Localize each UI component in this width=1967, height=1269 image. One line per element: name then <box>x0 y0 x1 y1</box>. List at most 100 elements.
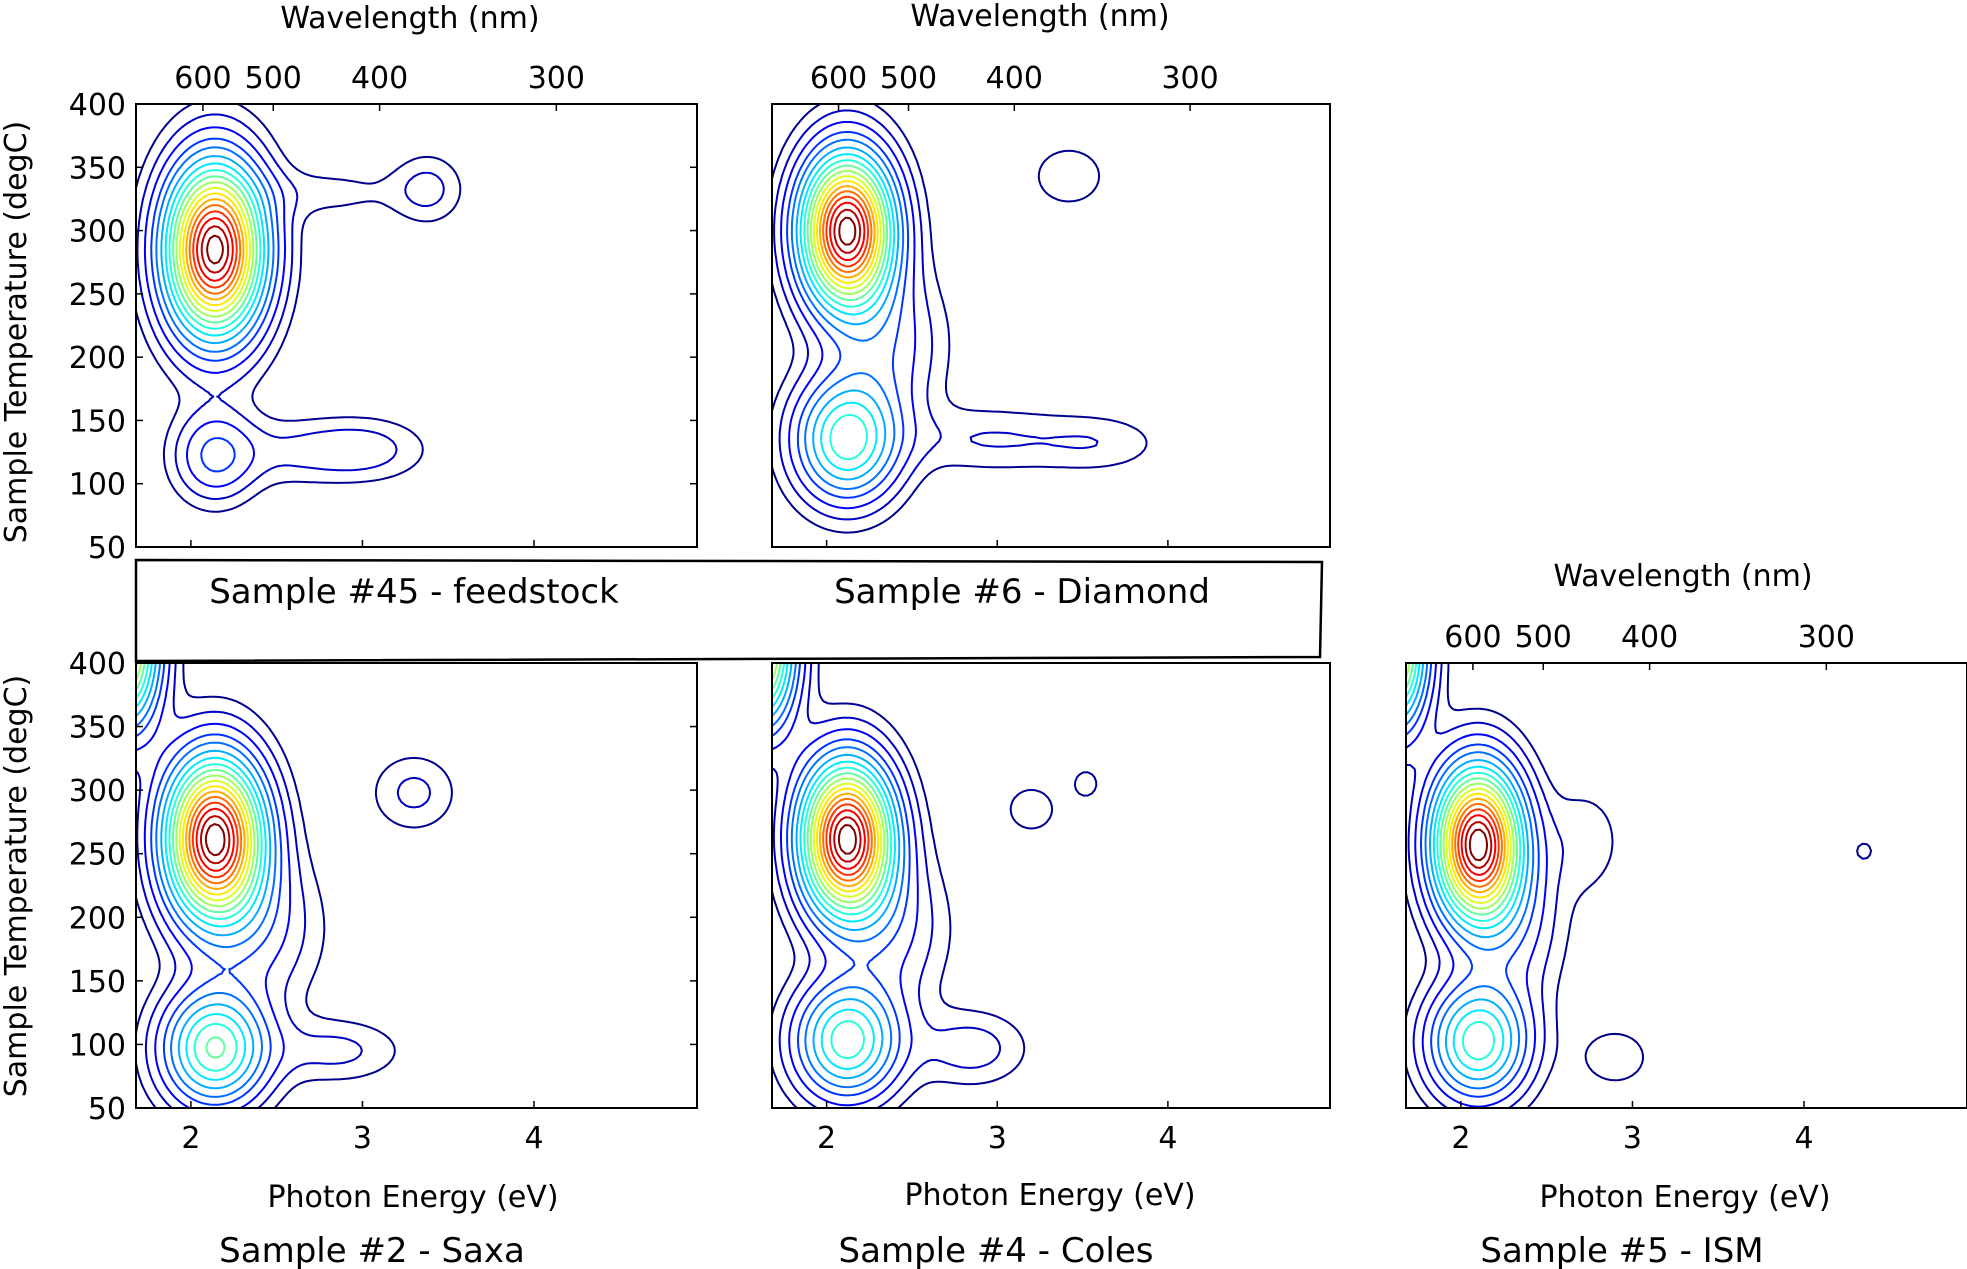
contour-line <box>1406 663 1530 1081</box>
contour-line <box>1406 663 1518 916</box>
contour-line <box>815 787 880 893</box>
caption-sample-6: Sample #6 - Diamond <box>834 572 1210 612</box>
contour-line <box>195 807 235 872</box>
contour-line <box>803 159 892 461</box>
bottom-right-wavelength-title: Wavelength (nm) <box>1553 559 1812 594</box>
contour-line <box>1406 663 1548 1108</box>
contour-line <box>172 175 258 324</box>
x2-tick-label: 600 <box>810 61 867 96</box>
contour-line <box>1406 663 1515 910</box>
contour-line <box>178 186 251 312</box>
y-tick-label: 350 <box>69 711 126 746</box>
y-tick-label: 400 <box>69 88 126 123</box>
contour-line <box>1454 803 1503 888</box>
contour-line <box>772 663 883 898</box>
bottom-left-ylabel: Sample Temperature (degC) <box>0 675 34 1098</box>
y-tick-label: 50 <box>88 531 126 566</box>
y-tick-label: 250 <box>69 278 126 313</box>
y-tick-label: 400 <box>69 647 126 682</box>
contour-line <box>786 131 910 499</box>
contour-line <box>818 792 876 888</box>
contour-line <box>1406 663 1512 904</box>
contour-line <box>816 180 879 284</box>
caption-sample-5: Sample #5 - ISM <box>1480 1231 1763 1269</box>
contour-lines <box>136 104 462 513</box>
caption-sample-2: Sample #2 - Saxa <box>219 1231 525 1269</box>
contour-line <box>772 663 911 1097</box>
contour-line <box>168 169 262 330</box>
contour-line <box>1464 821 1493 869</box>
contour-line <box>799 153 896 471</box>
contour-line <box>829 201 866 261</box>
bottom-right-xlabel: Photon Energy (eV) <box>1539 1180 1830 1215</box>
contour-line <box>204 823 226 857</box>
x-tick-label: 2 <box>181 1121 200 1156</box>
contour-line <box>185 790 246 890</box>
caption-sample-45: Sample #45 - feedstock <box>209 572 619 612</box>
contour-line <box>772 663 1098 1108</box>
contour-line <box>772 663 896 1070</box>
contour-line <box>200 815 231 865</box>
contour-line <box>143 126 286 488</box>
bottom-middle-xlabel: Photon Energy (eV) <box>904 1178 1195 1213</box>
y-tick-label: 350 <box>69 151 126 186</box>
contour-line <box>772 663 906 1089</box>
x-tick-label: 2 <box>817 1121 836 1156</box>
plot-frame <box>135 662 698 1109</box>
contour-line <box>136 113 445 500</box>
contour-line <box>136 104 462 513</box>
y-tick-label: 300 <box>69 774 126 809</box>
contour-line <box>181 785 249 896</box>
x2-tick-label: 400 <box>986 61 1043 96</box>
contour-line <box>822 190 873 273</box>
contour-line <box>1448 792 1509 899</box>
contour-line <box>182 192 248 307</box>
contour-lines <box>1406 663 1872 1108</box>
contour-line <box>1451 797 1506 894</box>
contour-line <box>795 146 900 481</box>
contour-line <box>136 663 431 1108</box>
contour-line <box>1406 663 1522 1061</box>
x2-tick-label: 300 <box>1161 61 1218 96</box>
contour-line <box>136 663 253 902</box>
bottom-left-xlabel: Photon Energy (eV) <box>267 1180 558 1215</box>
y-tick-label: 300 <box>69 215 126 250</box>
contour-line <box>772 663 893 1059</box>
contour-line <box>772 663 889 910</box>
contour-line <box>825 803 870 876</box>
y-tick-label: 100 <box>69 1028 126 1063</box>
contour-line <box>150 137 280 473</box>
x-tick-label: 2 <box>1451 1121 1470 1156</box>
contour-line <box>837 824 857 855</box>
y-tick-label: 200 <box>69 901 126 936</box>
contour-line <box>191 801 239 879</box>
contour-line <box>772 663 901 1080</box>
contour-line <box>829 809 866 870</box>
plot-frame <box>771 662 1331 1109</box>
contour-line <box>1406 663 1535 1090</box>
contour-line <box>136 663 277 1098</box>
contour-line <box>780 120 917 510</box>
top-left-wavelength-title: Wavelength (nm) <box>280 1 539 36</box>
x2-tick-label: 300 <box>1798 620 1855 655</box>
contour-line <box>164 162 266 337</box>
contour-line <box>809 170 885 296</box>
contour-line <box>185 198 245 301</box>
contour-line <box>772 663 919 1107</box>
contour-line <box>206 234 224 265</box>
contour-lines <box>772 104 1148 534</box>
contour-lines <box>772 663 1098 1108</box>
y-tick-label: 50 <box>88 1092 126 1127</box>
x2-tick-label: 500 <box>245 61 302 96</box>
contour-line <box>136 663 272 1090</box>
x-tick-label: 3 <box>988 1121 1007 1156</box>
contour-line <box>136 663 453 1108</box>
x-tick-label: 3 <box>1623 1121 1642 1156</box>
contour-line <box>136 663 292 1108</box>
contour-line <box>160 155 270 345</box>
y-tick-label: 200 <box>69 341 126 376</box>
contour-line <box>188 204 242 295</box>
